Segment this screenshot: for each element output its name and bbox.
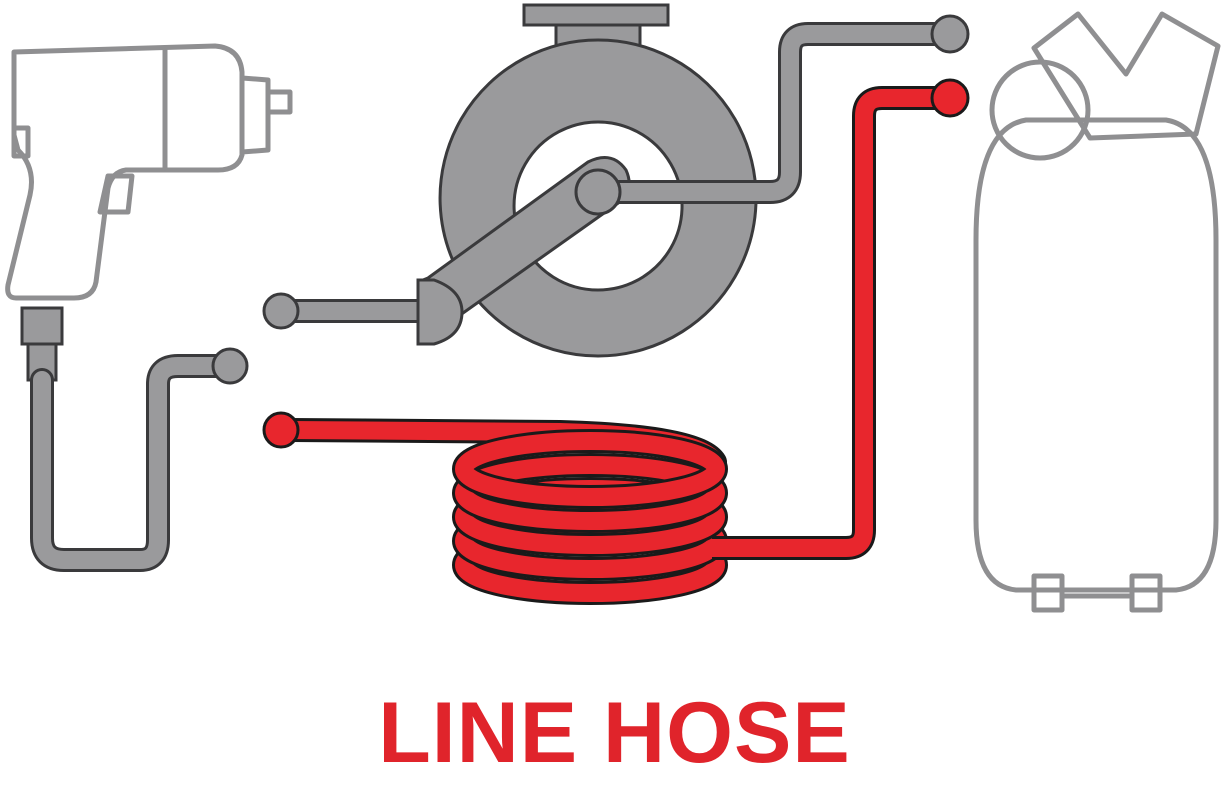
reel-inlet-end-icon: [262, 292, 300, 330]
hose-coils: [452, 429, 728, 605]
reel-inlet-pipe: [262, 292, 420, 330]
impact-wrench-anvil: [265, 89, 293, 115]
wrench-hose-end-icon: [211, 347, 249, 385]
hose-left-fitting-icon: [262, 411, 300, 449]
reel-drum: [438, 38, 758, 358]
impact-wrench-trigger: [97, 173, 135, 215]
compressor-foot-left: [1031, 573, 1065, 613]
reel-outlet-end-icon: [930, 14, 970, 54]
compressor-foot-right: [1129, 573, 1163, 613]
hose-right-fitting-icon: [930, 78, 970, 118]
reel-mount-plate: [522, 3, 670, 27]
wrench-whip-hose: [30, 354, 238, 572]
reel-swivel-base: [416, 278, 464, 346]
compressor-tank-body: [973, 117, 1219, 593]
impact-wrench-head: [239, 75, 271, 155]
line-hose-caption: LINE HOSE: [378, 685, 851, 781]
reel-hub: [574, 168, 622, 216]
air-compressor-tank-icon: [973, 11, 1221, 613]
impact-wrench-body: [5, 43, 245, 301]
reel-outlet-pipe: [612, 22, 940, 204]
compressor-pump-head: [1031, 11, 1221, 141]
coiled-line-hose-icon: [262, 78, 970, 605]
hose-reel-icon: [262, 3, 970, 358]
impact-wrench-icon: [5, 43, 293, 301]
